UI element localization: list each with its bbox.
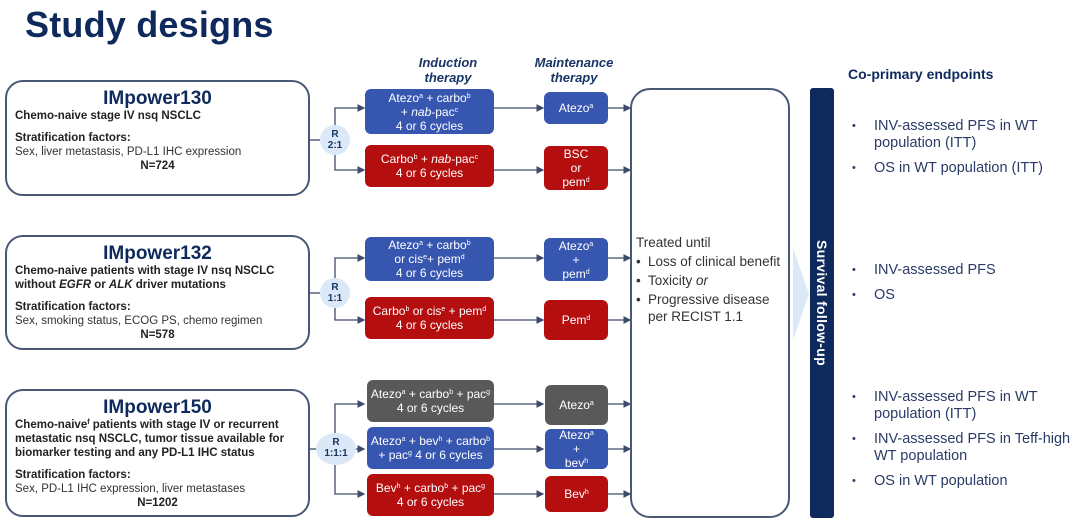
treated-until-text: Treated until Loss of clinical benefit T… [636, 234, 786, 325]
arm-induction-atezo-carbo-pac: Atezoa + carbob + pacg 4 or 6 cycles [367, 380, 494, 422]
endpoint-item: OS in WT population (ITT) [852, 160, 1072, 177]
stratification-heading: Stratification factors: [15, 132, 131, 144]
arm-induction-atezo-carbo-nabpac: Atezoa + carbob + nab-pacc 4 or 6 cycles [365, 89, 494, 134]
randomization-badge-impower150: R 1:1:1 [316, 433, 356, 465]
maintenance-therapy-header: Maintenance therapy [534, 55, 614, 85]
stratification-factors: Sex, liver metastasis, PD-L1 IHC express… [15, 146, 242, 158]
endpoints-heading: Co-primary endpoints [848, 66, 994, 82]
study-box-impower150: IMpower150 Chemo-naivef patients with st… [5, 389, 310, 517]
endpoints-impower150: INV-assessed PFS in WT population (ITT) … [852, 389, 1077, 498]
endpoint-item: INV-assessed PFS in WT population (ITT) [852, 118, 1072, 152]
treated-until-heading: Treated until [636, 235, 711, 250]
sample-size: N=724 [140, 160, 175, 172]
study-box-impower130: IMpower130 Chemo-naive stage IV nsq NSCL… [5, 80, 310, 196]
endpoint-item: OS [852, 287, 1072, 304]
sample-size: N=578 [140, 329, 175, 341]
page-title: Study designs [25, 4, 274, 45]
sample-size: N=1202 [137, 497, 178, 509]
arm-maintenance-bsc-or-pem: BSC or pemd [544, 146, 608, 190]
stratification-heading: Stratification factors: [15, 469, 131, 481]
treated-until-item: Loss of clinical benefit [636, 253, 786, 270]
treated-until-item: Toxicity or [636, 272, 786, 289]
arm-induction-carbo-cis-pem: Carbob or cise + pemd 4 or 6 cycles [365, 297, 494, 339]
endpoint-item: INV-assessed PFS [852, 262, 1072, 279]
arm-maintenance-atezo-150: Atezoa [545, 385, 608, 425]
arm-maintenance-atezo: Atezoa [544, 92, 608, 124]
survival-follow-up-bar: Survival follow-up [810, 88, 834, 518]
stratification-heading: Stratification factors: [15, 301, 131, 313]
study-box-impower132: IMpower132 Chemo-naive patients with sta… [5, 235, 310, 350]
arm-induction-bev-carbo-pac: Bevh + carbob + pacg 4 or 6 cycles [367, 474, 494, 516]
arm-induction-atezo-bev-carbo-pac: Atezoa + bevh + carbob + pacg 4 or 6 cyc… [367, 427, 494, 469]
endpoint-item: INV-assessed PFS in WT population (ITT) [852, 389, 1077, 423]
endpoints-impower130: INV-assessed PFS in WT population (ITT) … [852, 118, 1072, 185]
randomization-badge-impower130: R 2:1 [320, 125, 350, 155]
arm-maintenance-pem: Pemd [544, 300, 608, 340]
study-population: Chemo-naive stage IV nsq NSCLC [15, 110, 201, 122]
endpoints-impower132: INV-assessed PFS OS [852, 262, 1072, 312]
stratification-factors: Sex, PD-L1 IHC expression, liver metasta… [15, 483, 246, 495]
chevron-arrow-icon [793, 248, 809, 340]
study-population: Chemo-naive patients with stage IV nsq N… [15, 265, 275, 291]
arm-induction-atezo-carbo-cis-pem: Atezoa + carbob or cise+ pemd 4 or 6 cyc… [365, 237, 494, 281]
arm-maintenance-atezo-pem: Atezoa + pemd [544, 238, 608, 281]
arm-maintenance-bev: Bevh [545, 476, 608, 512]
study-population: Chemo-naivef patients with stage IV or r… [15, 419, 285, 459]
endpoint-item: INV-assessed PFS in Teff-high WT populat… [852, 431, 1077, 465]
induction-therapy-header: Induction therapy [418, 55, 478, 85]
study-name: IMpower130 [103, 88, 212, 109]
stratification-factors: Sex, smoking status, ECOG PS, chemo regi… [15, 315, 263, 327]
study-name: IMpower150 [103, 397, 212, 418]
randomization-badge-impower132: R 1:1 [320, 278, 350, 308]
arm-induction-carbo-nabpac: Carbob + nab-pacc 4 or 6 cycles [365, 145, 494, 187]
treated-until-item: Progressive disease per RECIST 1.1 [636, 291, 786, 325]
study-name: IMpower132 [103, 243, 212, 264]
arm-maintenance-atezo-bev: Atezoa + bevh [545, 428, 608, 470]
endpoint-item: OS in WT population [852, 473, 1077, 490]
